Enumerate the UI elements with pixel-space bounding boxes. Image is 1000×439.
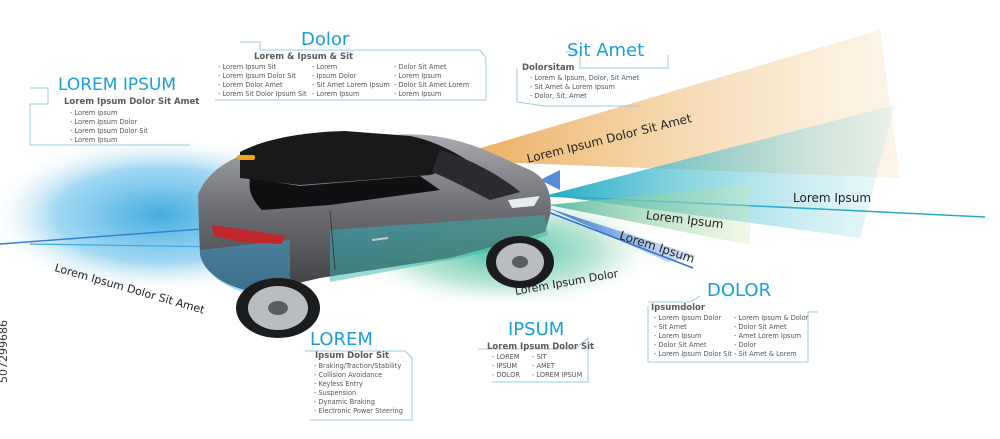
- bottom-right-col1: - Lorem Ipsum Dolor - Sit Amet - Lorem I…: [654, 314, 732, 359]
- rear-line-1: [0, 227, 216, 245]
- list-item: - Dolor Sit Amet Lorem: [394, 81, 470, 90]
- top-center-col1: - Lorem Ipsum Sit - Lorem Ipsum Dolor Si…: [218, 63, 307, 99]
- top-center-col2: - Lorem - Ipsum Dolor - Sit Amet Lorem I…: [312, 63, 390, 99]
- stock-id-label: 507299686: [0, 320, 10, 383]
- list-item: - Lorem & Ipsum, Dolor, Sit Amet: [530, 74, 639, 82]
- list-item: - Lorem: [312, 63, 338, 71]
- list-item: - Lorem Sit Dolor Ipsum Sit: [218, 90, 307, 99]
- list-item: - Lorem Ipsum: [654, 332, 702, 341]
- list-item: - IPSUM: [492, 362, 518, 371]
- green-beam: [548, 185, 750, 245]
- list-item: - Lorem Ipsum & Dolor: [734, 314, 809, 322]
- left-block-subtitle: Lorem Ipsum Dolor Sit Amet: [64, 97, 200, 107]
- car-roof: [240, 131, 470, 185]
- list-item: - Lorem Ipsum: [70, 136, 118, 145]
- list-item: - Lorem Ipsum Dolor Sit: [654, 350, 732, 359]
- list-item: - Dolor Sit Amet: [734, 323, 787, 332]
- left-block-title: LOREM IPSUM: [58, 75, 177, 95]
- list-item: - Lorem Ipsum Dolor Sit: [218, 72, 296, 81]
- list-item: - Amet Lorem Ipsum: [734, 332, 802, 341]
- list-item: - LOREM IPSUM: [532, 371, 583, 380]
- list-item: - Dynamic Braking: [314, 398, 375, 407]
- car-tail-light: [212, 225, 285, 244]
- bottom-right-subtitle: Ipsumdolor: [651, 303, 706, 313]
- blue-beam-edge: [547, 211, 694, 269]
- bottom-center-col1: - LOREM - IPSUM - DOLOR: [492, 353, 520, 380]
- list-item: - Lorem Ipsum: [312, 90, 360, 99]
- list-item: - Lorem Ipsum Dolor Sit: [70, 127, 148, 136]
- rear-wheel: [236, 278, 320, 338]
- bottom-center-subtitle: Lorem Ipsum Dolor Sit: [487, 342, 595, 352]
- bottom-center-col2: - SIT - AMET - LOREM IPSUM: [532, 353, 582, 380]
- bracket-lines: [29, 41, 818, 421]
- bottom-left-subtitle: Ipsum Dolor Sit: [315, 351, 390, 361]
- top-right-subtitle: Dolorsitam: [522, 63, 575, 73]
- top-center-col3: - Dolor Sit Amet - Lorem Ipsum - Dolor S…: [394, 63, 469, 99]
- top-right-title: Sit Amet: [567, 40, 645, 61]
- beam-label-teal-far: Lorem Ipsum: [793, 191, 872, 205]
- list-item: - Suspension: [314, 389, 357, 398]
- blue-nose-beam: [540, 170, 560, 190]
- left-block-list: - Lorem Ipsum - Lorem Ipsum Dolor - Lore…: [70, 109, 148, 145]
- front-wheel: [486, 236, 554, 288]
- list-item: - Sit Amet & Lorem Ipsum: [530, 83, 615, 92]
- blue-beam: [548, 208, 697, 262]
- bottom-right-col2: - Lorem Ipsum & Dolor - Dolor Sit Amet -…: [734, 314, 808, 359]
- car-headlight: [508, 196, 540, 208]
- car-side-window: [249, 176, 440, 210]
- list-item: - Dolor Sit Amet: [654, 341, 707, 350]
- car-windshield: [432, 150, 520, 200]
- car-door-line: [329, 209, 336, 271]
- list-item: - AMET: [532, 362, 555, 371]
- list-item: - Collision Avoidance: [314, 371, 383, 380]
- bottom-left-title: LOREM: [310, 329, 373, 350]
- car-front-tint: [330, 215, 548, 282]
- list-item: - Sit Amet & Lorem: [734, 350, 797, 359]
- list-item: - Lorem Dolor Amet: [218, 81, 283, 90]
- car-amber-light: [237, 155, 255, 160]
- list-item: - Sit Amet Lorem Ipsum: [312, 81, 390, 90]
- list-item: - LOREM: [492, 353, 520, 361]
- list-item: - Dolor Sit Amet: [394, 63, 447, 71]
- list-item: - Lorem Ipsum Dolor: [654, 314, 722, 322]
- list-item: - Lorem Ipsum: [394, 72, 442, 81]
- list-item: - Keyless Entry: [314, 380, 363, 389]
- car-door-handle: [371, 237, 389, 241]
- list-item: - Dolor: [734, 341, 757, 350]
- list-item: - Braking/Traction/Stability: [314, 362, 402, 370]
- top-center-subtitle: Lorem & Ipsum & Sit: [254, 52, 354, 62]
- list-item: - Dolor, Sit, Amet: [530, 92, 587, 101]
- bottom-right-title: DOLOR: [707, 280, 772, 301]
- list-item: - Lorem Ipsum Sit: [218, 63, 277, 71]
- list-item: - DOLOR: [492, 371, 520, 380]
- list-item: - Lorem Ipsum: [70, 109, 118, 117]
- bottom-center-title: IPSUM: [508, 319, 565, 340]
- top-center-title: Dolor: [301, 29, 350, 50]
- list-item: - Ipsum Dolor: [312, 72, 357, 81]
- list-item: - Electronic Power Steering: [314, 407, 403, 416]
- list-item: - Lorem Ipsum: [394, 90, 442, 99]
- list-item: - Sit Amet: [654, 323, 687, 332]
- bottom-left-list: - Braking/Traction/Stability - Collision…: [314, 362, 403, 417]
- list-item: - SIT: [532, 353, 547, 361]
- list-item: - Lorem Ipsum Dolor: [70, 118, 138, 127]
- top-right-list: - Lorem & Ipsum, Dolor, Sit Amet - Sit A…: [530, 74, 639, 101]
